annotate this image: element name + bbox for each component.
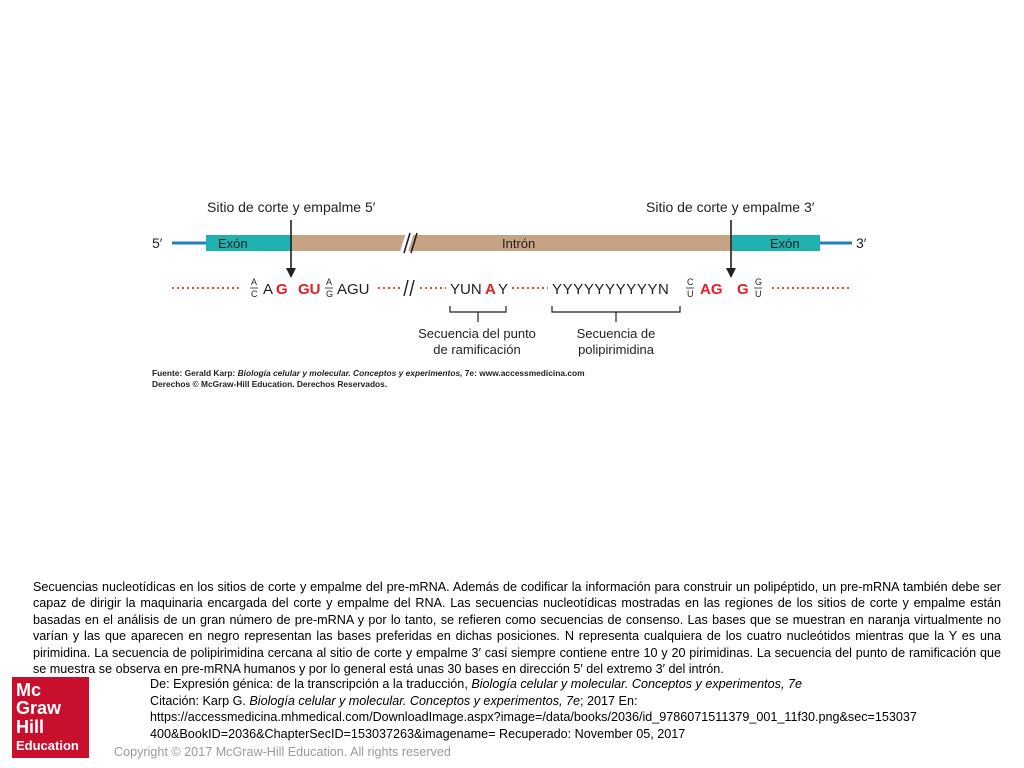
seq-branch-a: A bbox=[485, 281, 496, 298]
intron-label: Intrón bbox=[502, 236, 535, 251]
exon-left-label: Exón bbox=[218, 236, 248, 251]
seq-gu-5: GU bbox=[298, 281, 321, 298]
citation-from: De: Expresión génica: de la transcripció… bbox=[150, 677, 802, 691]
seq-g-3: G bbox=[737, 281, 749, 298]
end-5-label: 5′ bbox=[152, 235, 163, 251]
poly-label-line-1: Secuencia de bbox=[577, 326, 656, 341]
seq-cu-top: C bbox=[687, 277, 694, 287]
branch-label-line-1: Secuencia del punto bbox=[418, 326, 536, 341]
splice-site-diagram: Sitio de corte y empalme 5′ Sitio de cor… bbox=[150, 190, 870, 390]
bar-break-mark-a bbox=[403, 232, 411, 254]
seq-ac-top: A bbox=[251, 277, 257, 287]
mcgraw-hill-logo: Mc Graw Hill Education bbox=[12, 677, 89, 758]
copyright-notice: Copyright © 2017 McGraw-Hill Education. … bbox=[114, 745, 451, 759]
branch-bracket bbox=[449, 306, 507, 322]
label-3-splice-site: Sitio de corte y empalme 3′ bbox=[646, 199, 815, 215]
seq-yun: YUN bbox=[450, 281, 482, 298]
seq-gu-top: G bbox=[755, 277, 762, 287]
seq-ac-bottom: C bbox=[251, 289, 258, 299]
label-5-splice-site: Sitio de corte y empalme 5′ bbox=[207, 199, 376, 215]
seq-g-5: G bbox=[276, 281, 288, 298]
seq-branch-y: Y bbox=[498, 281, 508, 298]
figure-caption: Secuencias nucleotídicas en los sitios d… bbox=[33, 580, 1001, 677]
seq-break-mark-a bbox=[403, 279, 409, 297]
end-3-label: 3′ bbox=[856, 235, 867, 251]
exon-right-label: Exón bbox=[770, 236, 800, 251]
branch-label-line-2: de ramificación bbox=[433, 342, 520, 357]
exon-left-bar bbox=[206, 235, 292, 251]
seq-gu-bottom: U bbox=[755, 289, 762, 299]
citation-block: De: Expresión génica: de la transcripció… bbox=[114, 676, 1014, 742]
seq-ag-small-bottom: G bbox=[326, 289, 333, 299]
bar-break-mark-b bbox=[410, 232, 418, 254]
exon-right-bar bbox=[732, 235, 820, 251]
seq-break-mark-b bbox=[409, 279, 415, 297]
citation-url-2: 400&BookID=2036&ChapterSecID=153037263&i… bbox=[150, 726, 686, 741]
poly-bracket bbox=[551, 306, 681, 322]
seq-polypyrimidine: YYYYYYYYYYN bbox=[552, 281, 669, 298]
seq-ag-3: AG bbox=[700, 281, 723, 298]
citation-line: Citación: Karp G. Biología celular y mol… bbox=[150, 693, 638, 708]
poly-label-line-2: polipirimidina bbox=[578, 342, 655, 357]
source-line-1: Fuente: Gerald Karp: Biología celular y … bbox=[152, 368, 585, 378]
arrow-5-site-head bbox=[286, 268, 296, 278]
arrow-3-site-head bbox=[726, 268, 736, 278]
seq-ag-5: A bbox=[263, 281, 273, 298]
citation-url-1[interactable]: https://accessmedicina.mhmedical.com/Dow… bbox=[150, 710, 917, 725]
source-line-2: Derechos © McGraw-Hill Education. Derech… bbox=[152, 379, 387, 389]
seq-ag-small-top: A bbox=[326, 277, 332, 287]
seq-cu-bottom: U bbox=[687, 289, 694, 299]
seq-agu: AGU bbox=[337, 281, 370, 298]
